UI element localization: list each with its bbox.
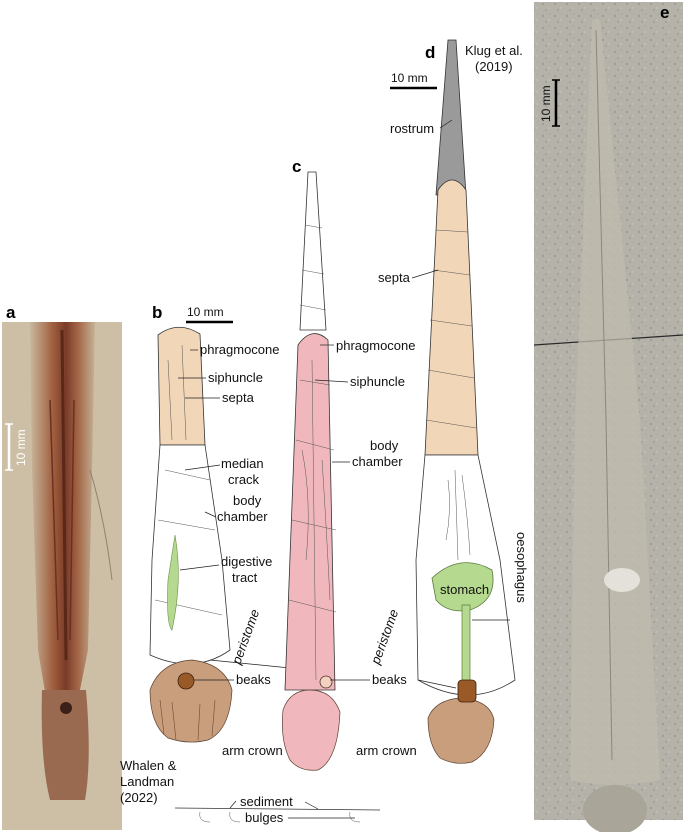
credit-whalen-1: Whalen & [120,758,177,773]
beaks-c [319,675,333,689]
label-stomach-d: stomach [440,582,489,597]
arm-crown-d [427,697,495,764]
panel-b-letter: b [152,303,162,322]
label-oesophagus-d: oesophagus [514,532,529,603]
label-septa-d: septa [378,270,411,285]
label-phragmocone-c: phragmocone [336,338,416,353]
label-chamber-c: chamber [352,454,403,469]
panel-a-scale-label: 10 mm [14,429,28,466]
panel-b: b 10 mm phragmocone siphuncle septa medi… [120,303,381,825]
fossil-e-body [570,20,660,785]
label-rostrum-d: rostrum [390,121,434,136]
label-median-b: median [221,456,264,471]
label-phragmocone-b: phragmocone [200,342,280,357]
panel-c: c phragmocone siphuncle body chamber per… [281,157,417,771]
oesophagus-d [461,604,471,686]
label-body-b: body [233,493,262,508]
label-sediment: sediment [240,794,293,809]
label-crack-b: crack [228,472,260,487]
body-chamber-b [149,444,231,665]
panel-d-scale-label: 10 mm [391,71,428,85]
label-chamber-b: chamber [217,509,268,524]
rostrum-d [435,39,467,196]
label-body-c: body [370,438,399,453]
label-siphuncle-b: siphuncle [208,370,263,385]
label-beaks-c: beaks [372,672,407,687]
label-siphuncle-c: siphuncle [350,374,405,389]
label-digestive-b: digestive [221,554,272,569]
label-peristome-c: peristome [367,607,401,667]
credit-whalen-3: (2022) [120,790,158,805]
credit-klug-2: (2019) [475,59,513,74]
panel-c-letter: c [292,157,301,176]
panel-a-letter: a [6,303,16,322]
beaks-d [457,679,477,703]
phragmocone-b [157,326,206,446]
digestive-tract-b [167,534,179,631]
stomach-d [431,562,494,612]
label-arm-crown-b: arm crown [222,743,283,758]
panel-a: a 10 mm [2,303,122,830]
label-septa-b: septa [222,390,255,405]
label-beaks-b: beaks [236,672,271,687]
fossil-a-arm-crown [41,690,89,800]
label-tract-b: tract [232,570,258,585]
arm-crown-b [149,659,233,743]
fossil-e-arm-crown [583,785,647,832]
rostrum-c [299,171,327,331]
panel-b-scale-label: 10 mm [187,305,224,319]
credit-whalen-2: Landman [120,774,174,789]
panel-d-letter: d [425,43,435,62]
panel-d: d Klug et al. (2019) 10 mm rostrum septa… [378,39,529,764]
pink-body-c [284,333,336,691]
arm-crown-c [281,689,341,771]
panel-e-scale-label: 10 mm [539,85,553,122]
fossil-e-mark [604,568,640,592]
beaks-b [177,672,195,690]
label-bulges: bulges [245,810,284,825]
credit-klug-1: Klug et al. [465,43,523,58]
panel-e: e 10 mm [533,2,684,832]
panel-e-letter: e [660,3,669,22]
phragmocone-d [424,179,479,456]
label-peristome-b: peristome [228,607,262,667]
fossil-a-body [30,322,95,692]
label-arm-crown-c: arm crown [356,743,417,758]
